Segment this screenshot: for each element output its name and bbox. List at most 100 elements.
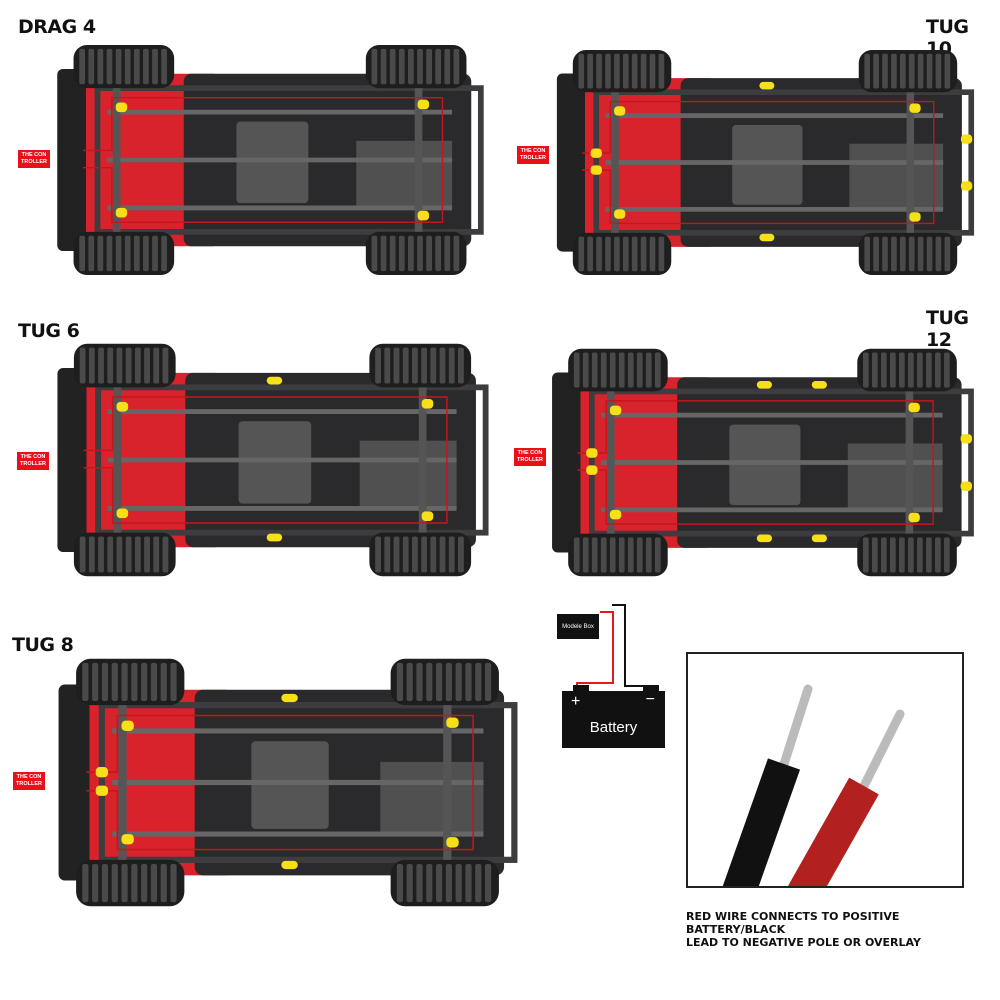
- tire-tread: [631, 53, 638, 89]
- led-light: [811, 380, 827, 389]
- tire-tread: [636, 352, 643, 388]
- tire-tread: [106, 48, 113, 85]
- tire-tread: [98, 536, 104, 573]
- led-light: [811, 534, 827, 543]
- tire-tread: [917, 352, 923, 388]
- tire-tread: [92, 863, 99, 903]
- tire-tread: [926, 537, 932, 573]
- tire-tread: [88, 536, 95, 573]
- tire-tread: [891, 236, 897, 272]
- tire-tread: [79, 536, 86, 573]
- tire-tread: [899, 537, 905, 573]
- tire-tread: [161, 235, 167, 272]
- red-wire: [582, 100, 935, 225]
- tire-tread: [862, 537, 869, 573]
- motor-box: [729, 424, 801, 506]
- tire-tread: [97, 48, 104, 85]
- tire-tread: [458, 536, 464, 573]
- tire-tread: [384, 347, 391, 384]
- led-light: [960, 434, 972, 444]
- wiring-note-line2: LEAD TO NEGATIVE POLE OR OVERLAY: [686, 936, 921, 949]
- tire-tread: [144, 536, 150, 573]
- tire-tread: [600, 352, 607, 388]
- tire-tread: [908, 352, 914, 388]
- tire-tread: [458, 347, 464, 384]
- led-light: [609, 405, 622, 416]
- tire-tread: [484, 662, 492, 702]
- tire-tread: [926, 352, 932, 388]
- tire-tread: [150, 863, 158, 903]
- tire-tread: [891, 53, 897, 89]
- tire-tread: [393, 536, 400, 573]
- battery-plus: +: [571, 693, 581, 710]
- car-diagram-tug12: [552, 348, 974, 577]
- panel-label-drag4: DRAG 4: [18, 16, 96, 38]
- tire-tread: [402, 536, 409, 573]
- tire-tread: [649, 236, 656, 272]
- tire-tread: [609, 537, 616, 573]
- tire-tread: [88, 48, 95, 85]
- tire-tread: [889, 352, 896, 388]
- led-light: [281, 693, 298, 703]
- tire-tread: [582, 537, 589, 573]
- tire-tread: [573, 537, 580, 573]
- front-bumper: [58, 684, 90, 881]
- controller-tag: THE CON TROLLER: [18, 150, 50, 168]
- tire-tread: [389, 48, 396, 85]
- tire-tread: [421, 347, 428, 384]
- tire-tread: [640, 53, 647, 89]
- tire-tread: [160, 662, 167, 702]
- tire-tread: [622, 236, 629, 272]
- tire-tread: [116, 347, 123, 384]
- tire-tread: [121, 662, 128, 702]
- tire-tread: [475, 662, 482, 702]
- led-light: [266, 533, 283, 542]
- tire-tread: [596, 236, 602, 272]
- led-light: [421, 511, 434, 522]
- tire-tread: [587, 236, 593, 272]
- tire-tread: [426, 235, 432, 272]
- tire-tread: [944, 236, 951, 272]
- tire-tread: [573, 352, 580, 388]
- tire-tread: [170, 662, 177, 702]
- tire-tread: [900, 236, 906, 272]
- tire-tread: [435, 235, 442, 272]
- led-light: [614, 106, 626, 116]
- tire-tread: [417, 48, 423, 85]
- tire-tread: [408, 235, 414, 272]
- tire-tread: [125, 347, 132, 384]
- led-light: [909, 103, 921, 113]
- tire-tread: [402, 347, 409, 384]
- led-light: [266, 376, 283, 385]
- tire-tread: [618, 537, 625, 573]
- tire-tread: [900, 53, 906, 89]
- tire-tread: [82, 662, 89, 702]
- tire-tread: [412, 347, 418, 384]
- frame: [94, 85, 484, 235]
- tire-tread: [880, 352, 887, 388]
- frame: [95, 384, 489, 536]
- battery-body: + − Battery: [562, 691, 665, 748]
- tire-tread: [636, 537, 643, 573]
- tire-tread: [421, 536, 428, 573]
- tire-tread: [873, 236, 879, 272]
- tire-tread: [393, 347, 400, 384]
- tire-tread: [444, 48, 451, 85]
- tire-tread: [899, 352, 905, 388]
- tire-tread: [435, 48, 442, 85]
- tire-tread: [162, 347, 169, 384]
- tire-tread: [384, 536, 391, 573]
- tire-tread: [917, 53, 924, 89]
- led-light: [590, 148, 602, 158]
- led-light: [960, 181, 973, 191]
- tire-tread: [640, 236, 647, 272]
- tire-tread: [654, 537, 661, 573]
- tire-tread: [475, 863, 482, 903]
- car-diagram-tug8: [58, 658, 518, 907]
- red-wire: [83, 396, 448, 524]
- led-light: [909, 212, 921, 222]
- tire-tread: [908, 537, 914, 573]
- tire-tread: [609, 352, 616, 388]
- front-bumper: [556, 73, 585, 252]
- tire-tread: [92, 662, 99, 702]
